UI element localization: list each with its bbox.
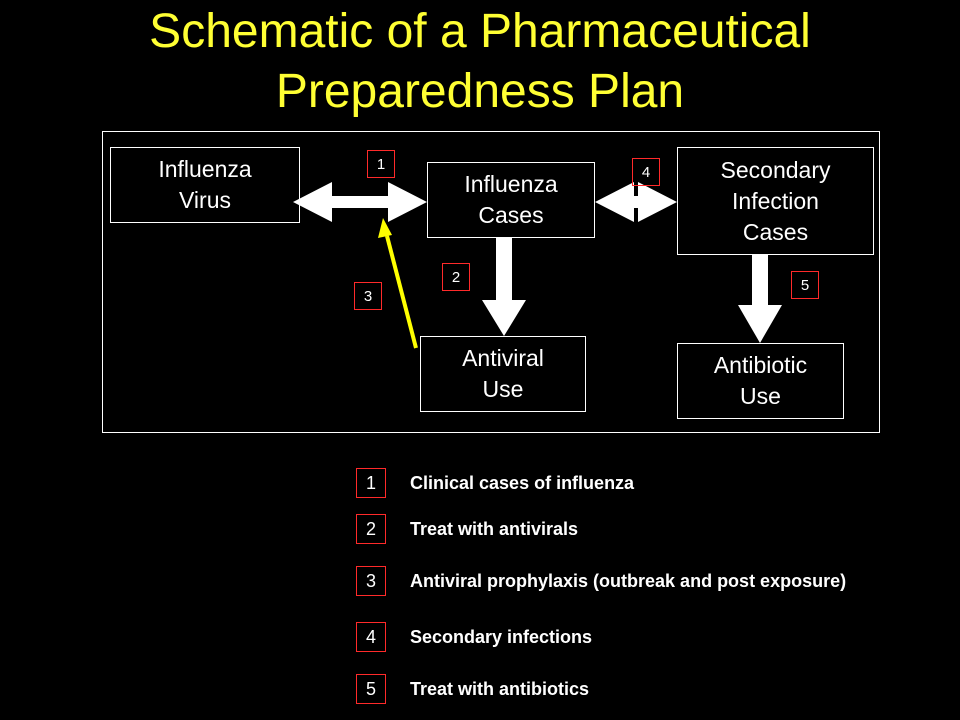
legend-text: Secondary infections	[410, 627, 593, 647]
cases-secondary-double-arrow	[595, 182, 677, 222]
diagram-frame	[102, 131, 880, 433]
influenza-virus-line-1: Influenza	[158, 156, 252, 182]
virus-cases-double-arrow	[293, 182, 427, 222]
title-line-1: Schematic of a Pharmaceutical	[149, 5, 811, 58]
legend-number: 4	[356, 622, 386, 652]
influenza-cases-box: Influenza Cases	[427, 162, 595, 238]
legend-text: Treat with antivirals	[410, 519, 579, 539]
prophylaxis-arrow-head	[378, 218, 392, 238]
secondary-infection-line-3: Cases	[742, 218, 809, 245]
step-badge-5: 5	[791, 271, 819, 299]
step-badge-2: 2	[442, 263, 470, 291]
secondary-antibiotic-down-arrow	[738, 255, 782, 343]
step-badge-4: 4	[632, 158, 660, 186]
legend-number: 5	[356, 674, 386, 704]
legend-number: 1	[356, 468, 386, 498]
step-badge-1: 1	[367, 150, 395, 178]
antiviral-use-line-1: Antiviral	[462, 345, 544, 371]
secondary-infection-box: Secondary Infection Cases	[677, 147, 874, 255]
legend-number: 2	[356, 514, 386, 544]
legend-number: 3	[356, 566, 386, 596]
slide-title: Schematic of a Pharmaceutical Preparedne…	[0, 2, 960, 122]
legend-text: Clinical cases of influenza	[410, 473, 635, 493]
step-badge-3: 3	[354, 282, 382, 310]
influenza-cases-line-2: Cases	[478, 202, 544, 228]
secondary-infection-line-1: Secondary	[720, 156, 831, 183]
cases-antiviral-down-arrow	[482, 238, 526, 336]
legend-text: Antiviral prophylaxis (outbreak and post…	[410, 571, 847, 591]
legend-text: Treat with antibiotics	[410, 679, 590, 699]
prophylaxis-arrow-shaft	[385, 235, 418, 349]
influenza-virus-box: Influenza Virus	[110, 147, 300, 223]
secondary-infection-line-2: Infection	[732, 187, 819, 214]
antibiotic-use-line-1: Antibiotic	[713, 352, 808, 378]
title-line-2: Preparedness Plan	[275, 65, 685, 118]
influenza-virus-line-2: Virus	[179, 187, 231, 213]
antiviral-use-box: Antiviral Use	[420, 336, 586, 412]
antibiotic-use-line-2: Use	[740, 383, 781, 409]
influenza-cases-line-1: Influenza	[464, 171, 558, 197]
antiviral-use-line-2: Use	[482, 376, 524, 402]
antibiotic-use-box: Antibiotic Use	[677, 343, 844, 419]
